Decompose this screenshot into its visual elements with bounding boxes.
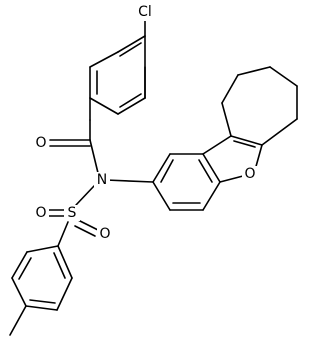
atom-carbonyl-oxygen-label: O [35, 135, 46, 151]
bond-double [119, 42, 142, 57]
bond [25, 305, 58, 311]
bond [11, 251, 28, 279]
atom-sulfonyl-oxygen-label: O [99, 226, 110, 242]
bond [89, 97, 119, 115]
bond [254, 144, 263, 171]
bond [152, 181, 171, 211]
bond-n-aryl [105, 179, 154, 183]
bond [261, 118, 298, 146]
atom-nitrogen-label: N [97, 172, 107, 188]
atom-furan-oxygen-label: O [244, 166, 255, 182]
bond-s-c [57, 221, 69, 247]
bond [57, 245, 73, 279]
bond-n-s [75, 185, 95, 206]
bond [269, 66, 298, 87]
atom-labels: Cl O N S O O O [33, 4, 258, 242]
bond-s-o-double [74, 225, 96, 237]
bond [202, 181, 221, 211]
bond-double [160, 159, 174, 183]
bond [152, 153, 171, 183]
atom-sulfur-label: S [68, 205, 77, 221]
atom-sulfonyl-oxygen-label: O [35, 205, 46, 221]
bond [230, 135, 263, 146]
bond [117, 97, 146, 115]
bond-double [18, 257, 32, 280]
bonds [9, 20, 298, 336]
bond [26, 245, 59, 253]
molecule-structure: Cl O N S O O O [9, 4, 298, 336]
bond [89, 51, 119, 68]
bond [202, 135, 232, 155]
bond-c-n [89, 139, 99, 174]
bond [237, 66, 271, 76]
bond-double [53, 252, 66, 279]
bond-double [198, 159, 213, 183]
bond-double [29, 299, 56, 304]
bond-double [119, 93, 142, 108]
atom-chlorine-label: Cl [138, 4, 152, 20]
bond-s-o [77, 219, 99, 231]
bond-methyl [9, 305, 27, 336]
bond [11, 277, 27, 307]
bond [221, 74, 239, 104]
bond [221, 102, 232, 137]
bond [56, 277, 73, 311]
bond [219, 175, 244, 183]
bond-double [233, 140, 256, 148]
bond [202, 153, 221, 183]
bond [117, 35, 146, 53]
